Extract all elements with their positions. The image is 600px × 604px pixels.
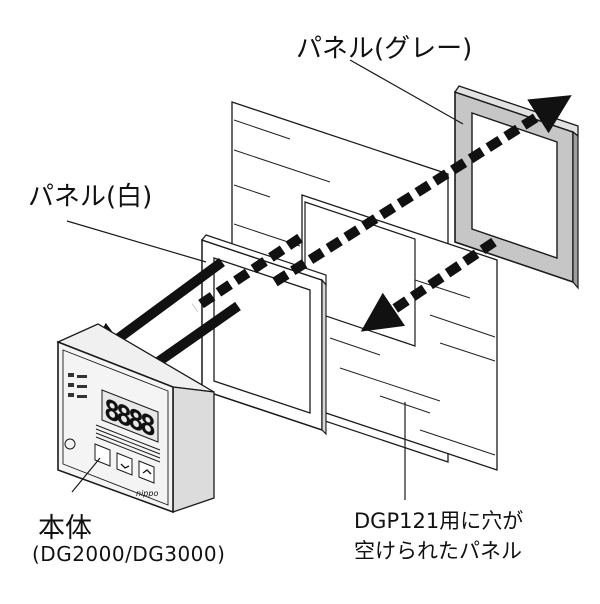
- label-dgp-line2: 空けられたパネル: [354, 539, 522, 563]
- solid-arrow-upper: [85, 257, 225, 363]
- label-dgp-line1: DGP121用に穴が: [354, 509, 524, 533]
- cutout-panel: [301, 194, 498, 471]
- label-panel-white: パネル(白): [28, 182, 153, 212]
- label-body-models: (DG2000/DG3000): [32, 542, 226, 566]
- leader-lines: [66, 59, 464, 500]
- dashed-arrow-top: [272, 95, 572, 287]
- power-indicator-icon: [64, 438, 76, 450]
- label-dgp-panel: DGP121用に穴が 空けられたパネル: [354, 506, 523, 566]
- label-panel-gray: パネル(グレー): [296, 34, 473, 64]
- solid-arrow-lower: [155, 301, 241, 367]
- status-led-labels: [68, 373, 87, 398]
- slot-grille: [95, 424, 161, 463]
- device-brand: nippo: [136, 489, 158, 498]
- dashed-arrow-lower: [192, 233, 303, 313]
- front-buttons: [94, 443, 155, 484]
- device-body: 8888 nippo: [56, 323, 215, 514]
- label-body: 本体: [38, 513, 92, 544]
- dashed-arrow-middle: [360, 237, 497, 332]
